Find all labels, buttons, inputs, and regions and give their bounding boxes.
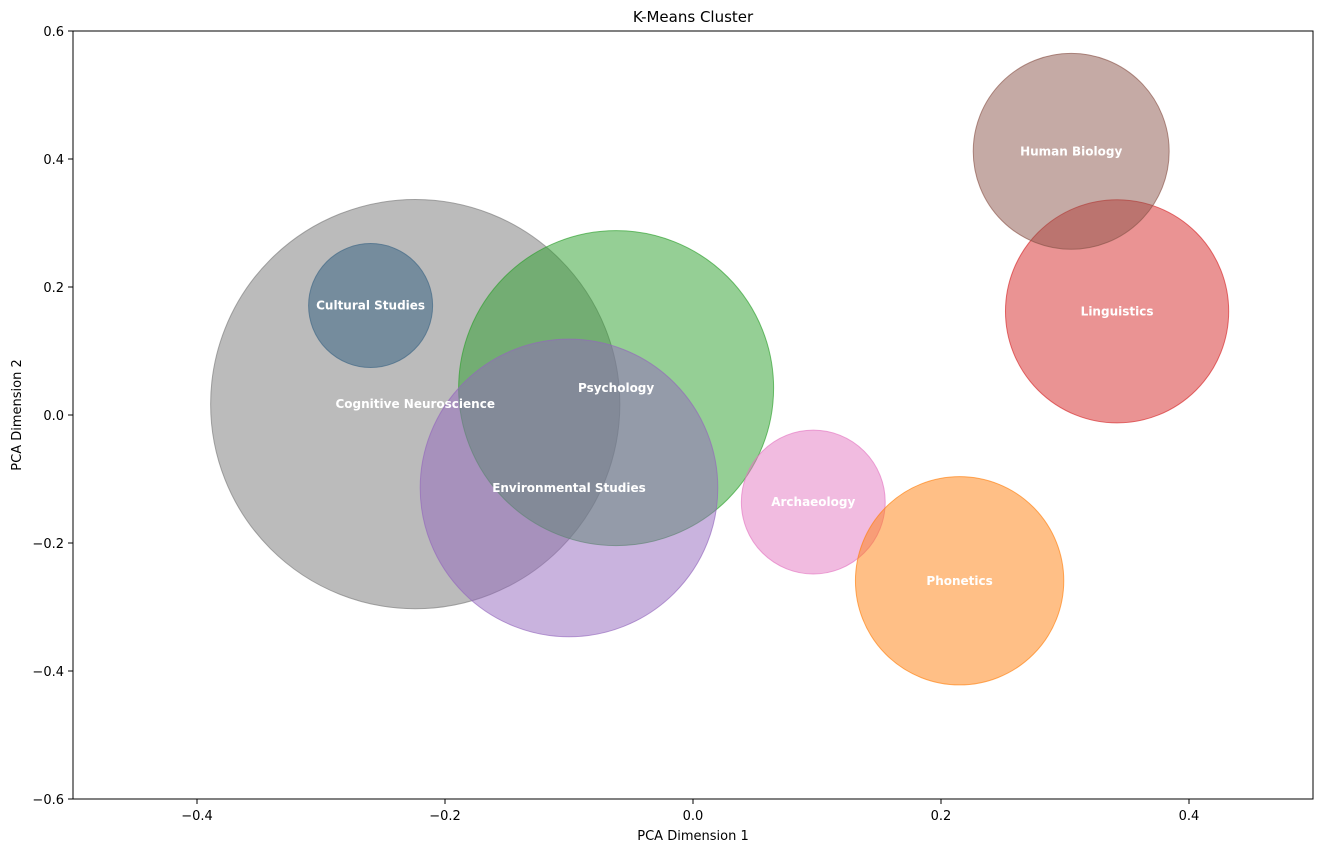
y-tick-label: −0.4 (32, 665, 64, 680)
y-tick-label: 0.4 (43, 153, 64, 168)
y-tick-label: 0.2 (43, 281, 64, 296)
bubble-cultural-studies (308, 243, 434, 369)
y-tick-label: −0.2 (32, 537, 64, 552)
bubble-label-psychology: Psychology (578, 381, 654, 395)
y-tick-label: −0.6 (32, 793, 64, 808)
x-tick-label: 0.2 (931, 809, 952, 824)
bubble-label-phonetics: Phonetics (926, 574, 992, 588)
x-tick-label: 0.0 (683, 809, 704, 824)
bubble-human-biology (972, 52, 1170, 250)
x-axis-label: PCA Dimension 1 (637, 829, 748, 844)
bubble-environmental-studies (419, 338, 719, 638)
y-axis-label: PCA Dimension 2 (10, 359, 25, 470)
y-axis-ticks: −0.6 −0.4 −0.2 0.0 0.2 0.4 0.6 (32, 25, 73, 808)
bubble-archaeology (740, 429, 886, 575)
bubble-label-archaeology: Archaeology (771, 495, 855, 509)
bubble-label-environmental-studies: Environmental Studies (492, 481, 646, 495)
bubble-label-cognitive-neuroscience: Cognitive Neuroscience (335, 397, 494, 411)
bubble-phonetics (854, 476, 1065, 686)
y-tick-label: 0.6 (43, 25, 64, 40)
x-axis-ticks: −0.4 −0.2 0.0 0.2 0.4 (181, 799, 1199, 824)
bubble-layer (210, 52, 1230, 686)
bubble-label-linguistics: Linguistics (1081, 304, 1154, 318)
x-tick-label: 0.4 (1179, 809, 1200, 824)
bubble-label-layer: Cognitive Neuroscience PsychologyEnvironm… (316, 144, 1153, 587)
x-tick-label: −0.2 (429, 809, 461, 824)
bubble-label-human-biology: Human Biology (1020, 144, 1122, 158)
bubble-label-cultural-studies: Cultural Studies (316, 299, 425, 313)
chart-title: K-Means Cluster (633, 8, 754, 26)
x-tick-label: −0.4 (181, 809, 213, 824)
y-tick-label: 0.0 (43, 409, 64, 424)
